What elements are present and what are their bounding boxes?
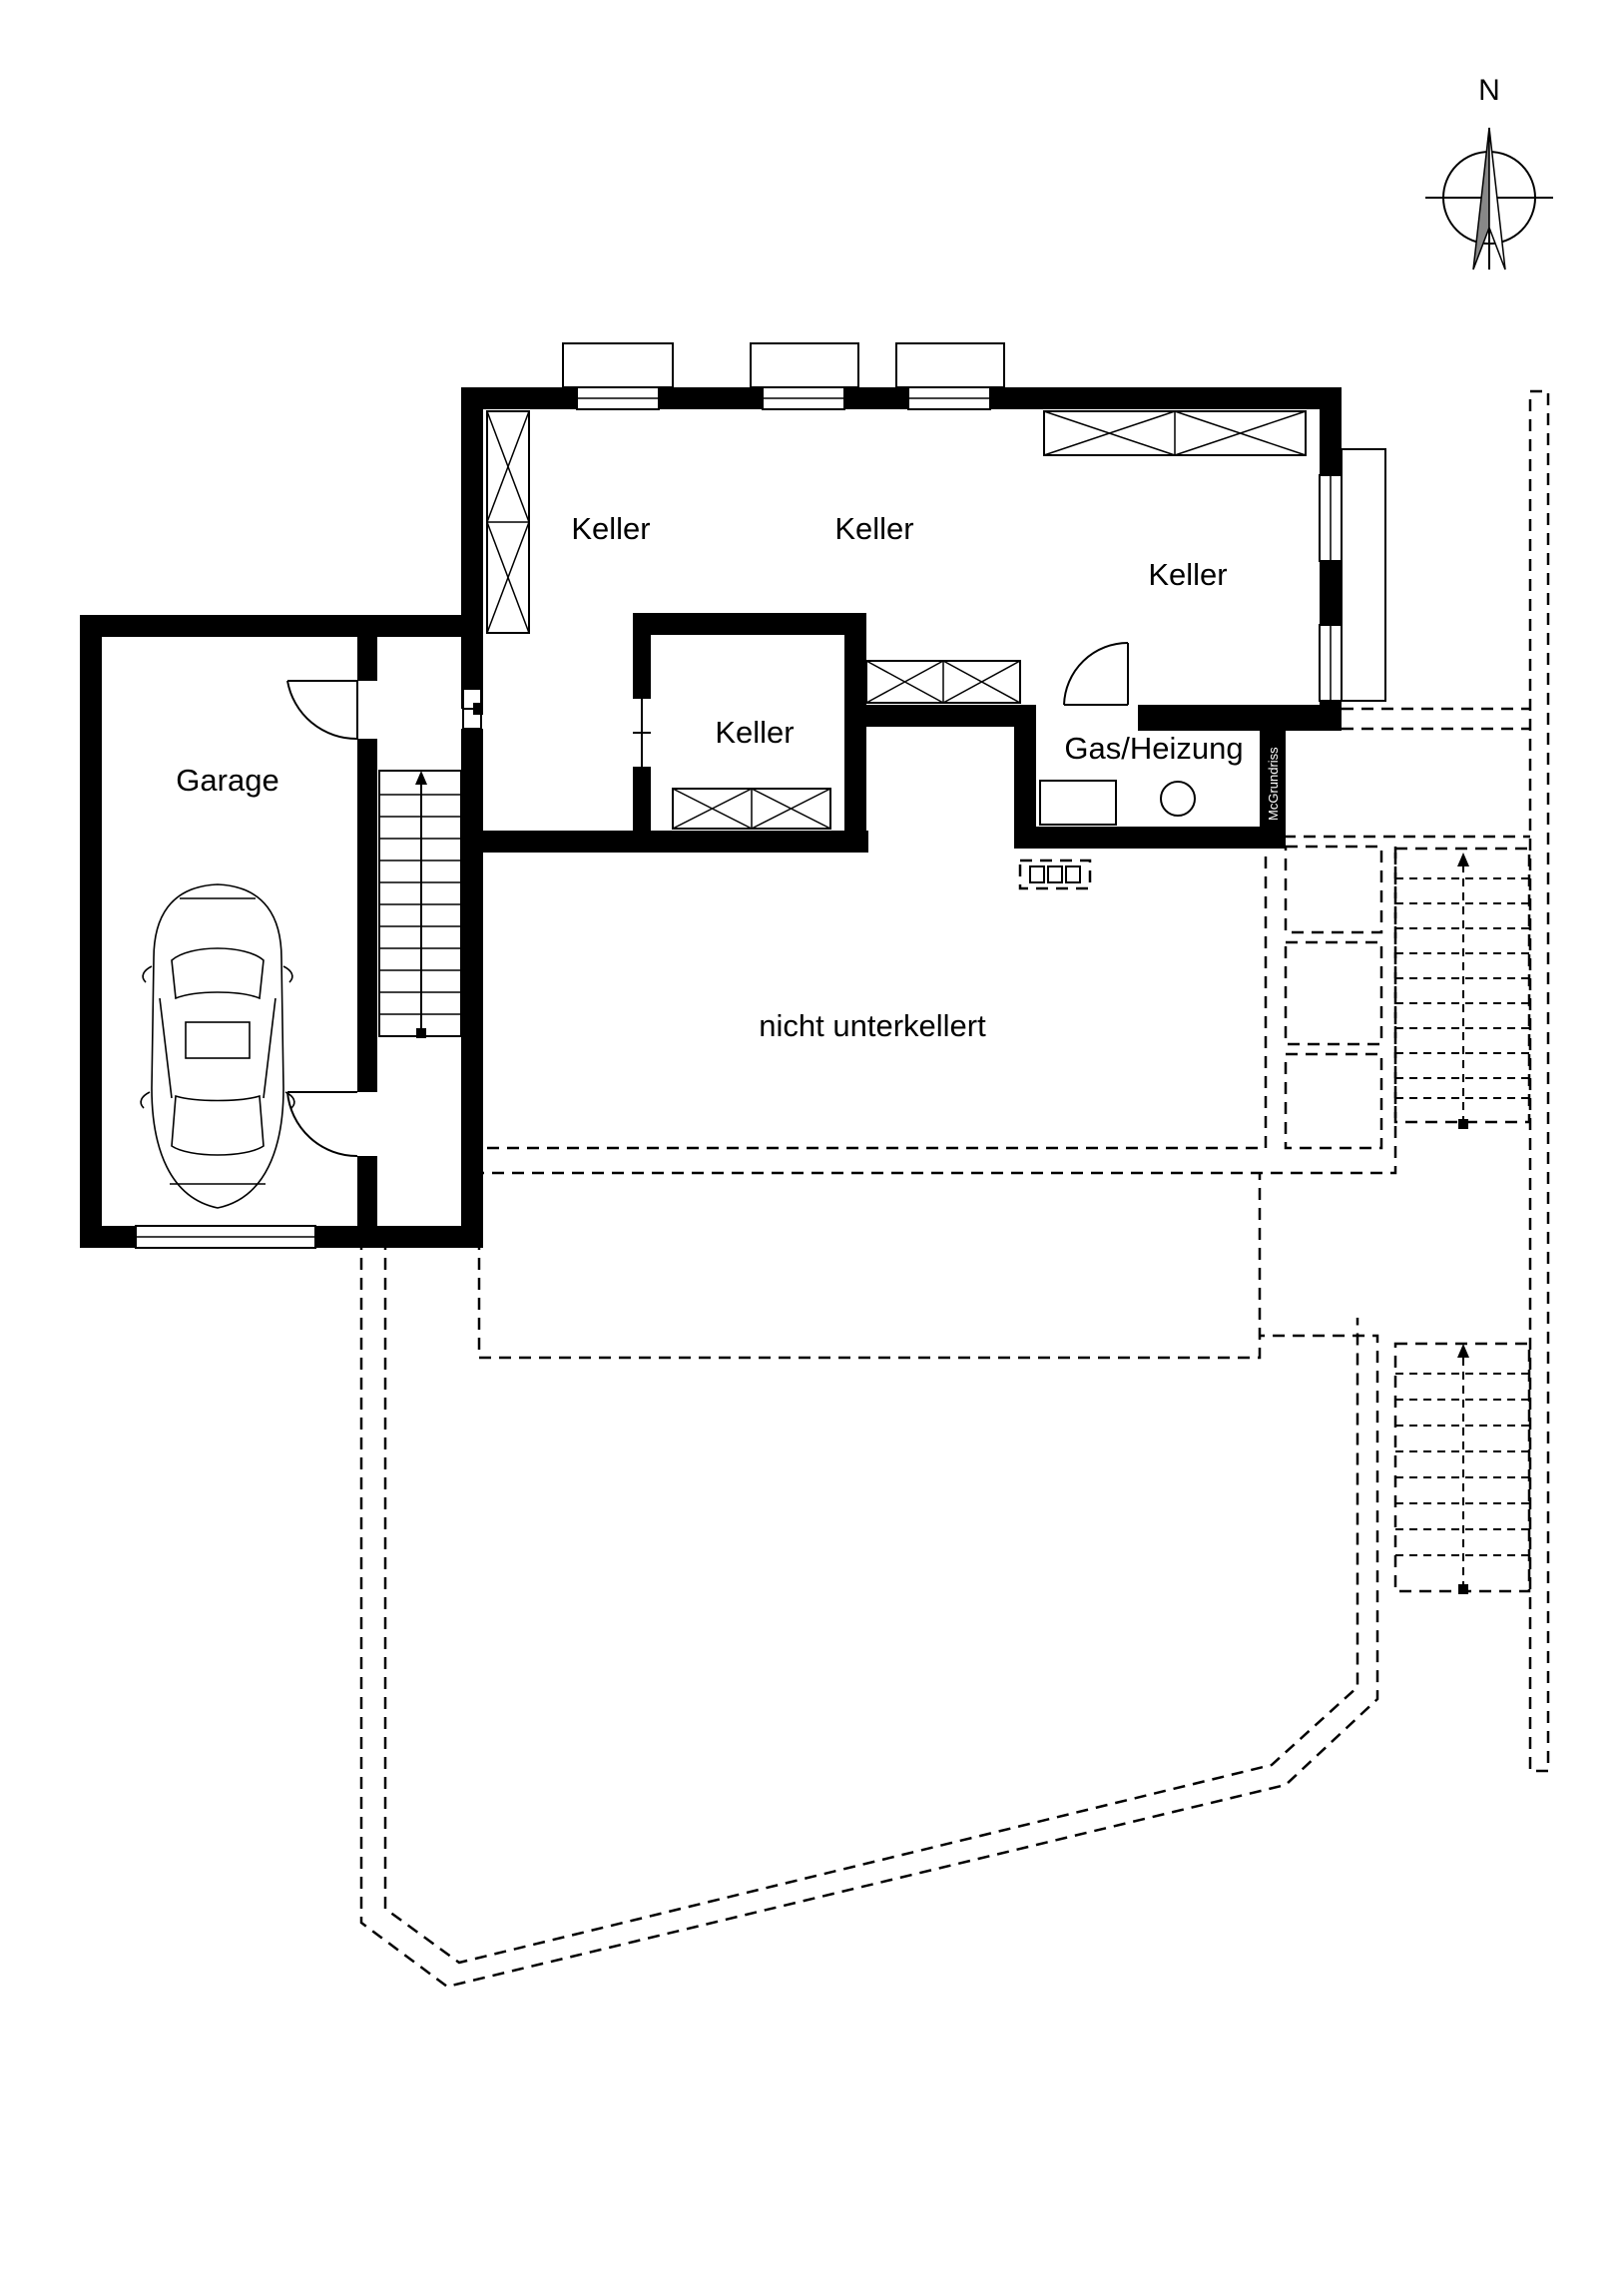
planter-box-2	[1284, 940, 1383, 1046]
exterior-stairs-upper-frame	[1393, 847, 1531, 1124]
walls	[80, 387, 1342, 1248]
exterior-stairs-upper-arrowhead	[1457, 853, 1469, 866]
room-label-nicht-unterkellert: nicht unterkellert	[759, 1008, 986, 1043]
credit-label: McGrundriss	[1266, 747, 1281, 821]
outdoor-outlines	[359, 707, 1530, 1989]
shelf-north-east	[1043, 410, 1307, 456]
shelf-inner-cellar	[672, 788, 831, 830]
shelf-west	[486, 410, 530, 634]
exterior-stairs-lower-start	[1458, 1584, 1468, 1594]
exterior-stairs-upper-start	[1458, 1119, 1468, 1129]
wall-north	[461, 387, 1342, 409]
door-inner-cellar	[633, 699, 651, 767]
planter-box-1	[1284, 845, 1383, 934]
light-well-east-frame	[1341, 448, 1386, 702]
light-well-2	[750, 342, 859, 388]
shelves	[486, 410, 1307, 830]
exterior-stairs-upper	[1393, 847, 1531, 1129]
garage-wall-south-right	[315, 1226, 483, 1248]
planter-box-3	[1284, 1052, 1383, 1150]
wall-heating-north	[844, 705, 1024, 727]
door-garage-upper	[286, 680, 358, 741]
room-label-keller-3: Keller	[1148, 557, 1227, 592]
heating-wall-east	[1260, 705, 1286, 849]
garage-wall-divider-mid	[357, 739, 377, 1092]
wall-west-upper	[461, 387, 483, 709]
stair-window-mark	[473, 703, 483, 715]
light-well-east	[1319, 448, 1386, 702]
inner-cellar-wall-east	[844, 613, 866, 851]
interior-stairs-arrowhead	[415, 771, 427, 785]
garage-wall-divider-top	[357, 615, 377, 681]
exterior-stairs-lower-arrowhead	[1457, 1344, 1469, 1358]
interior-stairs	[378, 770, 462, 1038]
room-label-keller-1: Keller	[571, 511, 650, 546]
heating-wall-south	[1014, 827, 1286, 849]
wall-west-lower	[461, 729, 483, 1248]
exterior-stairs-lower	[1393, 1342, 1531, 1594]
light-well-1	[562, 342, 674, 388]
interior-stairs-start	[416, 1028, 426, 1038]
room-label-gas-heizung: Gas/Heizung	[1064, 731, 1243, 766]
light-wells	[562, 342, 1005, 410]
north-label: N	[1478, 74, 1500, 107]
boiler-icon	[1039, 780, 1117, 826]
inner-cellar-wall-west-top	[633, 613, 651, 699]
inner-cellar-wall-west-bottom	[633, 767, 651, 851]
compass-needle-right	[1488, 127, 1506, 271]
heating-equipment	[1039, 780, 1196, 826]
garage-wall-north	[80, 615, 481, 637]
north-compass: N	[1425, 74, 1553, 271]
room-label-garage: Garage	[176, 763, 278, 798]
door-heating	[1063, 642, 1129, 706]
heating-wall-west	[1014, 705, 1036, 849]
tank-icon	[1160, 781, 1196, 817]
room-labels: Keller Keller Keller Keller Garage Gas/H…	[176, 511, 1243, 1043]
wall-cellar-south	[461, 831, 868, 853]
light-well-3	[895, 342, 1005, 388]
inner-cellar-wall-north	[633, 613, 862, 635]
garage-wall-divider-bottom	[357, 1156, 377, 1236]
door-garage-lower	[286, 1091, 358, 1158]
unexcavated-outline	[483, 837, 1268, 1150]
boundary-strip	[1528, 389, 1550, 1773]
garage-wall-south-left	[80, 1226, 136, 1248]
garage-wall-west	[80, 615, 102, 1248]
garage-door	[135, 1225, 316, 1249]
car-icon	[140, 883, 295, 1209]
room-label-keller-4: Keller	[715, 715, 794, 750]
room-label-keller-2: Keller	[834, 511, 913, 546]
doors	[286, 642, 1129, 1158]
patio-outline	[477, 1173, 1262, 1360]
vent-icon	[1018, 859, 1092, 890]
garden-outline-outer	[359, 1238, 1379, 1989]
shelf-middle	[865, 660, 1021, 704]
heating-wall-north	[1138, 705, 1342, 731]
garden-outline-inner	[383, 1238, 1359, 1965]
